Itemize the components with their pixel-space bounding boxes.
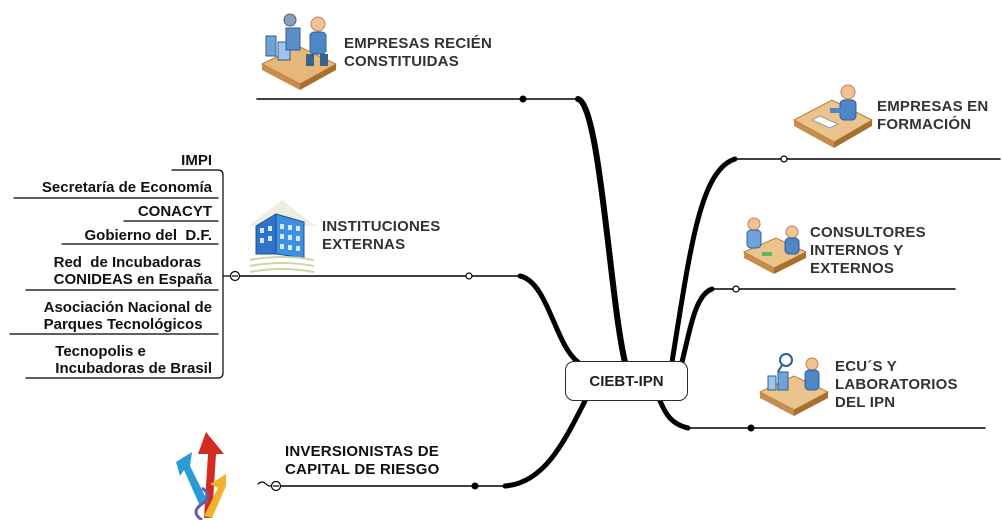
label-instituciones-externas: INSTITUCIONES EXTERNAS [322,218,441,253]
growth-arrows-icon [176,432,226,520]
sub-item-asociacion-nacional: Asociación Nacional de Parques Tecnológi… [43,299,212,333]
factory-worker-icon [260,13,338,90]
office-building-icon [248,200,316,273]
label-inversionistas: INVERSIONISTAS DE CAPITAL DE RIESGO [285,443,440,478]
label-empresas-recien-constituidas: EMPRESAS RECIÉN CONSTITUIDAS [344,35,493,70]
label-consultores: CONSULTORES INTERNOS Y EXTERNOS [810,224,926,277]
label-empresas-en-formacion: EMPRESAS EN FORMACIÓN [877,98,989,133]
sub-item-red-incubadoras: Red de Incubadoras CONIDEAS en España [53,254,212,288]
sub-item-tecnopolis: Tecnopolis e Incubadoras de Brasil [55,343,212,377]
lab-research-icon [758,353,830,416]
center-node-label: CIEBT-IPN [589,372,664,390]
center-node: CIEBT-IPN [565,361,688,401]
sub-item-conacyt: CONACYT [137,203,212,220]
sub-item-gobierno-df: Gobierno del D.F. [84,227,212,244]
sub-item-secretaria-economia: Secretaría de Economía [41,179,212,196]
label-ecus-laboratorios: ECU´S Y LABORATORIOS DEL IPN [835,358,958,411]
sub-item-impi: IMPI [181,152,212,169]
desk-worker-icon [792,84,874,148]
meeting-icon [742,217,808,274]
